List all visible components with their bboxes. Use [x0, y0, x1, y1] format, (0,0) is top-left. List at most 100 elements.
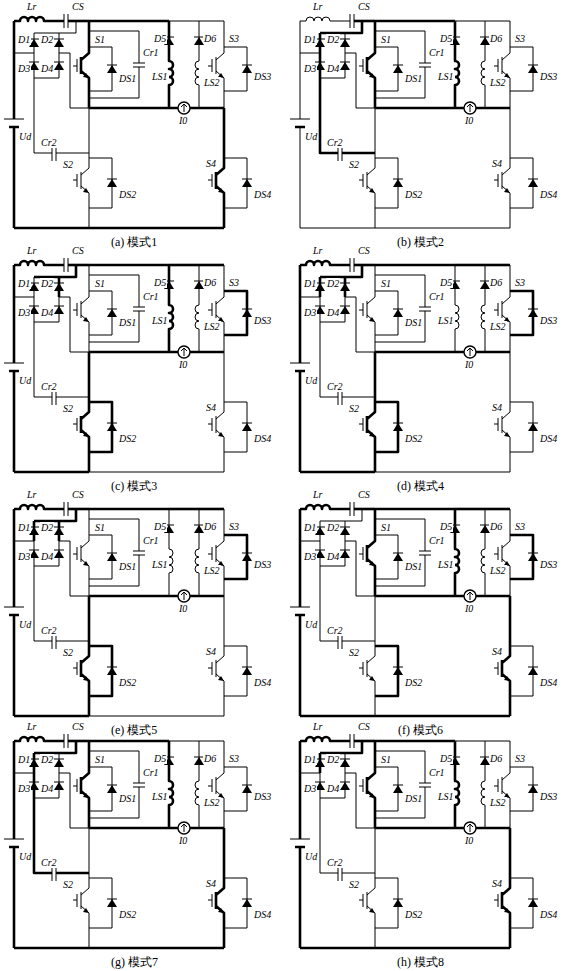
component-label: LS2: [489, 797, 507, 808]
component-label: DS2: [118, 433, 137, 444]
component-label: S4: [491, 158, 503, 169]
component-label: DS4: [539, 433, 558, 444]
component-label: Cr1: [142, 767, 160, 778]
component-label: DS2: [404, 909, 423, 920]
component-label: LS1: [437, 791, 455, 802]
component-label: D4: [40, 307, 54, 318]
component-label: DS3: [253, 315, 272, 326]
component-label: D3: [303, 307, 317, 318]
component-label: DS1: [118, 73, 137, 84]
component-label: D2: [40, 278, 54, 289]
component-label: I0: [178, 115, 188, 126]
component-label: Ud: [304, 619, 318, 630]
component-label: D3: [17, 783, 31, 794]
component-label: Cr1: [142, 47, 160, 58]
component-label: DS2: [404, 677, 423, 688]
component-label: LS1: [151, 315, 169, 326]
component-label: DS1: [118, 561, 137, 572]
component-label: LS2: [203, 797, 221, 808]
component-label: Cr2: [40, 857, 58, 868]
component-label: D4: [40, 551, 54, 562]
component-label: DS4: [253, 433, 272, 444]
component-label: D2: [40, 34, 54, 45]
component-label: Lr: [312, 245, 323, 256]
component-label: Ud: [18, 375, 32, 386]
component-label: DS2: [118, 677, 137, 688]
component-label: S1: [380, 278, 392, 289]
component-label: LS2: [489, 77, 507, 88]
component-label: D6: [489, 277, 503, 288]
component-label: D5: [153, 33, 167, 44]
component-label: D1: [17, 278, 31, 289]
component-label: DS3: [539, 315, 558, 326]
component-label: S3: [514, 521, 526, 532]
component-label: S2: [62, 879, 74, 890]
component-label: S4: [491, 402, 503, 413]
component-label: D5: [153, 521, 167, 532]
subfigure-caption: (g) 模式7: [111, 955, 158, 969]
component-label: I0: [178, 835, 188, 846]
component-label: Cr1: [428, 47, 446, 58]
component-label: Ud: [18, 619, 32, 630]
component-label: DS4: [253, 189, 272, 200]
component-label: Cr2: [326, 857, 344, 868]
component-label: S2: [348, 403, 360, 414]
component-label: CS: [71, 489, 85, 500]
component-label: DS1: [118, 793, 137, 804]
component-label: LS1: [437, 315, 455, 326]
component-label: D3: [17, 307, 31, 318]
subfigure-caption: (d) 模式4: [397, 479, 444, 493]
mode-circuit: [290, 14, 538, 228]
component-label: DS4: [539, 909, 558, 920]
component-label: DS3: [253, 791, 272, 802]
component-label: D1: [303, 522, 317, 533]
component-label: LS2: [203, 321, 221, 332]
component-label: D6: [203, 521, 217, 532]
component-label: S3: [228, 33, 240, 44]
component-label: D1: [303, 34, 317, 45]
component-label: Lr: [26, 489, 37, 500]
component-label: Cr1: [428, 535, 446, 546]
component-label: D2: [40, 754, 54, 765]
mode-circuit: [290, 734, 538, 948]
component-label: S1: [380, 522, 392, 533]
component-label: LS1: [437, 559, 455, 570]
component-label: Ud: [18, 131, 32, 142]
component-label: S1: [94, 754, 106, 765]
component-label: D1: [17, 754, 31, 765]
component-label: DS1: [404, 317, 423, 328]
component-label: D6: [203, 753, 217, 764]
component-label: DS3: [253, 559, 272, 570]
component-label: Cr1: [142, 535, 160, 546]
component-label: DS2: [118, 909, 137, 920]
component-label: D5: [153, 277, 167, 288]
component-label: S4: [491, 878, 503, 889]
component-label: D4: [326, 307, 340, 318]
component-label: S2: [62, 159, 74, 170]
component-label: D2: [326, 754, 340, 765]
component-label: D5: [439, 753, 453, 764]
component-label: DS1: [118, 317, 137, 328]
component-label: DS2: [118, 189, 137, 200]
component-label: DS4: [253, 677, 272, 688]
component-label: DS4: [253, 909, 272, 920]
component-label: I0: [464, 115, 474, 126]
component-label: S3: [228, 277, 240, 288]
component-label: D2: [40, 522, 54, 533]
component-label: LS1: [151, 559, 169, 570]
component-label: I0: [464, 603, 474, 614]
component-label: S2: [348, 159, 360, 170]
component-label: LS2: [203, 565, 221, 576]
component-label: D5: [439, 521, 453, 532]
component-label: CS: [357, 721, 371, 732]
component-label: DS1: [404, 793, 423, 804]
component-label: Lr: [312, 721, 323, 732]
component-label: D2: [326, 278, 340, 289]
component-label: D2: [326, 522, 340, 533]
component-label: LS2: [203, 77, 221, 88]
component-label: Cr2: [326, 381, 344, 392]
component-label: CS: [357, 489, 371, 500]
component-label: S2: [62, 403, 74, 414]
component-label: S4: [205, 158, 217, 169]
